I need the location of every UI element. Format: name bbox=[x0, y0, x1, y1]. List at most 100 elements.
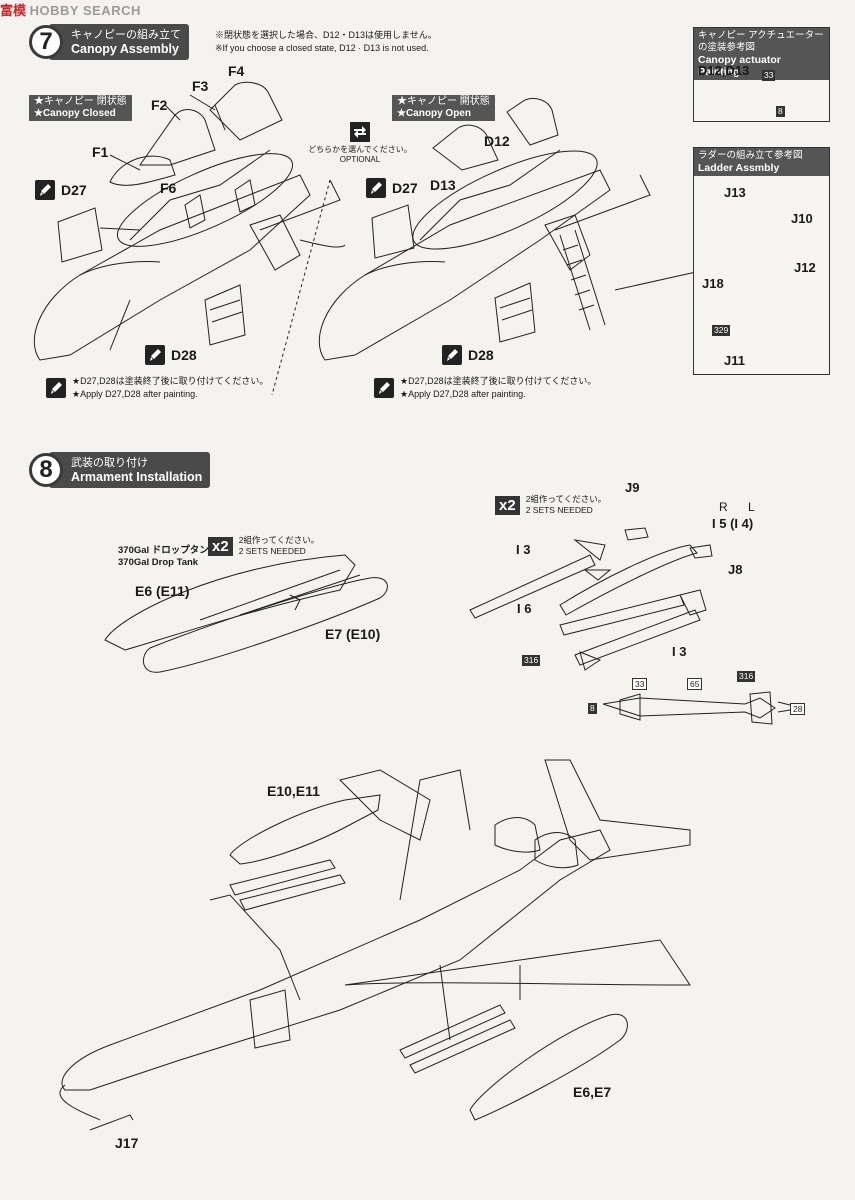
label-i5-i4: I 5 (I 4) bbox=[712, 516, 754, 531]
paint-note-closed-en: ★Apply D27,D28 after painting. bbox=[72, 389, 198, 399]
label-j10: J10 bbox=[791, 211, 813, 226]
label-j8: J8 bbox=[728, 562, 743, 577]
canopy-open-jp: ★キャノピー 開状態 bbox=[397, 96, 490, 107]
swap-arrows-icon bbox=[350, 122, 370, 142]
step7-note-jp: ※閉状態を選択した場合、D12・D13は使用しません。 bbox=[215, 30, 437, 40]
drop-tank-name-jp: 370Gal ドロップタンク bbox=[118, 545, 219, 556]
label-i3-upper: I 3 bbox=[516, 542, 531, 557]
drop-tank-name-en: 370Gal Drop Tank bbox=[118, 557, 199, 568]
missile-color-316b: 316 bbox=[737, 671, 756, 682]
missile-sets-jp: 2組作ってください。 bbox=[525, 494, 607, 504]
label-d27-closed: D27 bbox=[61, 182, 87, 198]
step8-number: 8 bbox=[29, 453, 63, 487]
canopy-open-en: ★Canopy Open bbox=[397, 108, 471, 119]
paint-d28-open: D28 bbox=[442, 345, 494, 365]
label-j12: J12 bbox=[794, 260, 816, 275]
optional-marker: どちらかを選んでください。 OPTIONAL bbox=[306, 122, 414, 165]
ladder-title-en: Ladder Assmbly bbox=[698, 162, 780, 174]
label-j18: J18 bbox=[702, 276, 724, 291]
canopy-open-tag: ★キャノピー 開状態 ★Canopy Open bbox=[392, 95, 495, 121]
label-d13: D13 bbox=[430, 177, 456, 193]
missile-color-28: 28 bbox=[790, 703, 806, 715]
paint-note-closed: ★D27,D28は塗装終了後に取り付けてください。 ★Apply D27,D28… bbox=[46, 375, 268, 401]
step7-note: ※閉状態を選択した場合、D12・D13は使用しません。 ※If you choo… bbox=[215, 29, 437, 55]
actuator-color-a: 33 bbox=[762, 70, 776, 81]
ladder-title-jp: ラダーの組み立て参考図 bbox=[698, 150, 803, 161]
missile-color-8: 8 bbox=[588, 703, 597, 714]
ladder-color: 329 bbox=[712, 325, 731, 336]
actuator-parts: D12,D13 bbox=[698, 63, 750, 78]
step7-title-jp: キャノピーの組み立て bbox=[71, 29, 181, 41]
step8-title-jp: 武装の取り付け bbox=[71, 457, 148, 469]
label-e6-e7: E6,E7 bbox=[573, 1084, 612, 1100]
label-f2: F2 bbox=[151, 97, 168, 113]
label-f1: F1 bbox=[92, 144, 109, 160]
paint-brush-icon bbox=[366, 178, 386, 198]
aircraft-underside-art bbox=[59, 759, 691, 1131]
closed-canopy-fuselage bbox=[33, 81, 346, 361]
watermark-cn: 富模 bbox=[0, 3, 27, 18]
label-d28-open: D28 bbox=[468, 347, 494, 363]
missile-color-33: 33 bbox=[632, 678, 648, 690]
label-e7-e10: E7 (E10) bbox=[325, 626, 381, 642]
drop-tank-art bbox=[104, 554, 388, 673]
canopy-closed-tag: ★キャノピー 閉状態 ★Canopy Closed bbox=[29, 95, 132, 121]
ladder-panel: ラダーの組み立て参考図 Ladder Assmbly J13 J10 J12 J… bbox=[693, 147, 830, 375]
paint-note-closed-jp: ★D27,D28は塗装終了後に取り付けてください。 bbox=[72, 376, 269, 386]
paint-note-open-en: ★Apply D27,D28 after painting. bbox=[400, 389, 526, 399]
step7-title-box: キャノピーの組み立て Canopy Assembly bbox=[49, 24, 189, 60]
paint-brush-icon bbox=[35, 180, 55, 200]
canopy-closed-jp: ★キャノピー 閉状態 bbox=[34, 96, 127, 107]
missile-color-316a: 316 bbox=[522, 655, 541, 666]
ladder-panel-header: ラダーの組み立て参考図 Ladder Assmbly bbox=[694, 148, 829, 176]
actuator-title-jp: キャノピー アクチュエーターの塗装参考図 bbox=[698, 30, 824, 53]
paint-brush-icon bbox=[442, 345, 462, 365]
actuator-panel: キャノピー アクチュエーターの塗装参考図 Canopy actuator Pai… bbox=[693, 27, 830, 122]
step8-header: 8 武装の取り付け Armament Installation bbox=[29, 452, 211, 488]
site-watermark: 富模 HOBBY SEARCH bbox=[0, 0, 141, 19]
step7-number: 7 bbox=[29, 25, 63, 59]
label-i3-lower: I 3 bbox=[672, 644, 687, 659]
step8-title-box: 武装の取り付け Armament Installation bbox=[49, 452, 211, 488]
tank-sets-jp: 2組作ってください。 bbox=[238, 535, 320, 545]
missile-sets-en: 2 SETS NEEDED bbox=[525, 505, 593, 515]
label-d28-closed: D28 bbox=[171, 347, 197, 363]
watermark-en: HOBBY SEARCH bbox=[29, 3, 141, 18]
paint-d28-closed: D28 bbox=[145, 345, 197, 365]
option-separator bbox=[271, 179, 331, 396]
label-l: L bbox=[748, 500, 755, 514]
step8-title-en: Armament Installation bbox=[71, 470, 203, 484]
optional-jp: どちらかを選んでください。 bbox=[308, 145, 412, 154]
label-r: R bbox=[719, 500, 728, 514]
label-j13: J13 bbox=[724, 185, 746, 200]
optional-en: OPTIONAL bbox=[339, 155, 381, 164]
tank-x2-badge: x2 bbox=[208, 536, 233, 556]
paint-note-open: ★D27,D28は塗装終了後に取り付けてください。 ★Apply D27,D28… bbox=[374, 375, 596, 401]
step7-title-en: Canopy Assembly bbox=[71, 42, 179, 56]
label-f6: F6 bbox=[160, 180, 177, 196]
paint-brush-icon bbox=[46, 378, 66, 398]
actuator-title-en: Canopy actuator Painting bbox=[698, 54, 781, 78]
label-f4: F4 bbox=[228, 63, 245, 79]
paint-d27-closed: D27 bbox=[35, 180, 87, 200]
paint-note-open-jp: ★D27,D28は塗装終了後に取り付けてください。 bbox=[400, 376, 597, 386]
label-e10-e11: E10,E11 bbox=[267, 783, 320, 799]
actuator-color-b: 8 bbox=[776, 106, 785, 117]
label-j11: J11 bbox=[724, 353, 745, 368]
drop-tank-name: 370Gal ドロップタンク 370Gal Drop Tank bbox=[118, 545, 218, 569]
missile-sets-needed: x2 2組作ってください。 2 SETS NEEDED bbox=[495, 494, 606, 516]
open-canopy-fuselage bbox=[318, 97, 651, 361]
missile-color-65: 65 bbox=[687, 678, 703, 690]
paint-brush-icon bbox=[374, 378, 394, 398]
missile-x2-badge: x2 bbox=[495, 495, 520, 515]
paint-brush-icon bbox=[145, 345, 165, 365]
tank-sets-en: 2 SETS NEEDED bbox=[238, 546, 306, 556]
label-f3: F3 bbox=[192, 78, 209, 94]
step7-note-en: ※If you choose a closed state, D12 · D13… bbox=[215, 43, 429, 53]
label-j9: J9 bbox=[625, 480, 640, 495]
paint-d27-open: D27 bbox=[366, 178, 418, 198]
label-j17: J17 bbox=[115, 1135, 139, 1151]
label-d12: D12 bbox=[484, 133, 510, 149]
label-e6-e11: E6 (E11) bbox=[135, 583, 190, 599]
missile-art bbox=[469, 527, 791, 725]
